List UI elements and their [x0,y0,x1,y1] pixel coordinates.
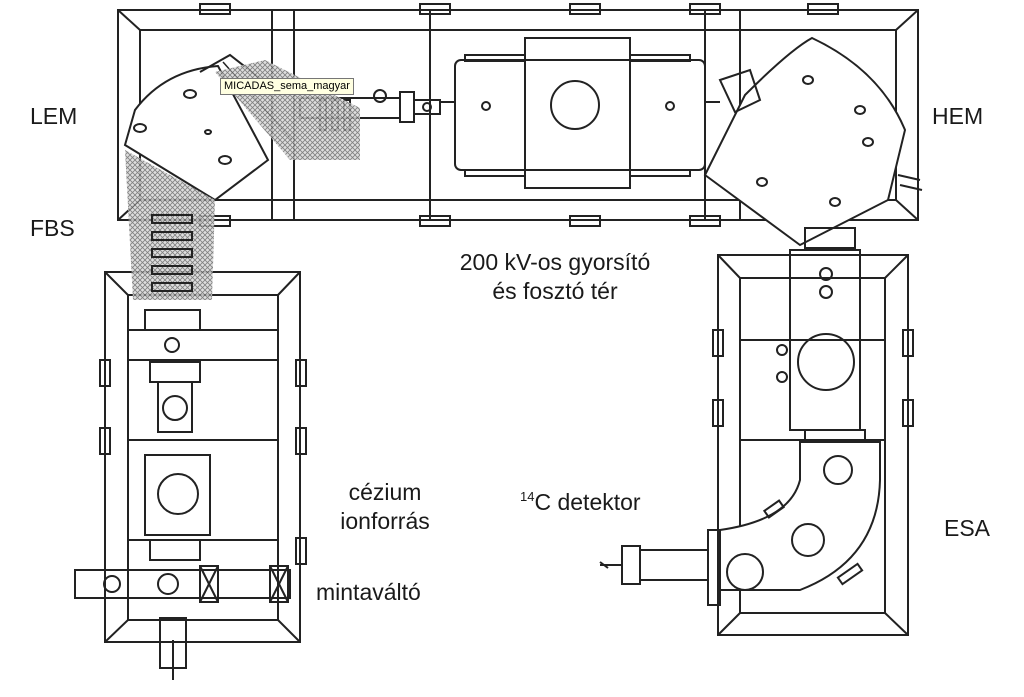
label-lem: LEM [30,103,78,129]
label-accelerator-line2: és fosztó tér [492,277,618,304]
ion-source-components [74,309,291,680]
label-cesium-line1: cézium [348,479,422,505]
image-tooltip: MICADAS_sema_magyar [220,78,354,95]
label-fbs: FBS [30,215,75,241]
label-detector: 14C detektor [520,488,641,517]
esa-components [599,249,881,606]
label-esa: ESA [944,515,991,541]
label-accelerator-line1: 200 kV-os gyorsító [459,249,651,275]
label-detector-text: C detektor [534,489,641,515]
label-sample-changer: mintaváltó [316,579,421,605]
label-hem: HEM [932,103,984,129]
label-accelerator: 200 kV-os gyorsító és fosztó tér [420,248,690,306]
fbs-lenses [151,214,193,292]
ion-source-frame [99,271,307,643]
label-detector-superscript: 14 [520,489,535,504]
hem-magnet [703,36,923,249]
esa-frame [712,254,914,636]
accelerator-tank [440,37,720,189]
label-cesium-line2: ionforrás [340,507,430,534]
label-cesium-source: cézium ionforrás [320,478,450,536]
